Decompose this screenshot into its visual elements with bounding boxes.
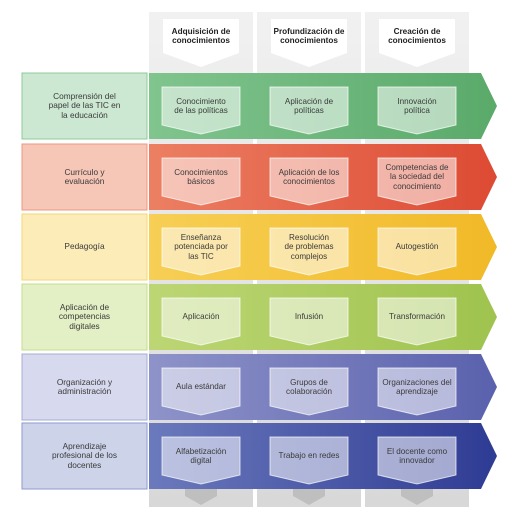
row-label-box-2: [21, 143, 148, 211]
cell-label-r4-c1: Aplicación: [182, 312, 220, 322]
cell-box-r2-c2: [269, 157, 349, 206]
cell-box-r3-c3: [377, 227, 457, 276]
column-header-label-1: Adquisición de conocimientos: [171, 26, 231, 45]
cell-label-r3-c1: Enseñanza potenciada por las TIC: [174, 233, 228, 261]
cell-box-r5-c3: [377, 367, 457, 416]
cell-label-r2-c2: Aplicación de los conocimientos: [278, 167, 340, 186]
cell-box-r6-c1: [161, 436, 241, 485]
cell-label-r4-c2: Infusión: [294, 312, 324, 322]
cell-label-r1-c2: Aplicación de políticas: [284, 96, 334, 115]
cell-label-r3-c3: Autogestión: [395, 242, 439, 252]
row-label-box-6: [21, 422, 148, 490]
cell-label-r2-c3: Competencias de la sociedad del conocimi…: [385, 163, 449, 191]
row-label-5: Organización y administración: [56, 376, 113, 396]
cell-label-r6-c1: Alfabetización digital: [175, 446, 227, 465]
cell-box-r3-c2: [269, 227, 349, 276]
column-header-box-3: [379, 19, 455, 67]
row-label-box-4: [21, 283, 148, 351]
column-header-box-1: [163, 19, 239, 67]
cell-label-r5-c2: Grupos de colaboración: [286, 377, 332, 396]
column-bottom-pointer-1: [185, 489, 217, 505]
cell-label-r3-c2: Resolución de problemas complejos: [284, 233, 334, 261]
row-label-4: Aplicación de competencias digitales: [58, 302, 111, 331]
cell-box-r1-c3: [377, 86, 457, 135]
row-label-6: Aprendizaje profesional de los docentes: [51, 441, 118, 470]
column-bottom-pointer-2: [293, 489, 325, 505]
column-header-label-3: Creación de conocimientos: [388, 26, 446, 45]
row-label-box-1: [21, 72, 148, 140]
cell-label-r2-c1: Conocimientos básicos: [174, 167, 228, 186]
cell-box-r2-c3: [377, 157, 457, 206]
cell-box-r6-c2: [269, 436, 349, 485]
cell-label-r4-c3: Transformación: [389, 312, 445, 322]
cell-box-r4-c2: [269, 297, 349, 346]
row-label-2: Currículo y evaluación: [64, 166, 105, 186]
cell-box-r1-c1: [161, 86, 241, 135]
cell-label-r6-c2: Trabajo en redes: [278, 451, 340, 461]
cell-box-r4-c3: [377, 297, 457, 346]
column-header-box-2: [271, 19, 347, 67]
row-label-1: Comprensión del papel de las TIC en la e…: [48, 91, 121, 120]
cell-box-r4-c1: [161, 297, 241, 346]
cell-label-r5-c1: Aula estándar: [176, 382, 226, 392]
row-label-box-3: [21, 213, 148, 281]
row-label-3: Pedagogía: [64, 241, 105, 252]
cell-box-r1-c2: [269, 86, 349, 135]
column-bottom-pointer-3: [401, 489, 433, 505]
cell-label-r1-c3: Innovación política: [397, 96, 437, 115]
cell-label-r5-c3: Organizaciones del aprendizaje: [382, 377, 452, 396]
cell-box-r5-c2: [269, 367, 349, 416]
cell-box-r5-c1: [161, 367, 241, 416]
cell-box-r3-c1: [161, 227, 241, 276]
cell-label-r1-c1: Conocimiento de las políticas: [174, 96, 228, 115]
cell-box-r2-c1: [161, 157, 241, 206]
column-header-label-2: Profundización de conocimientos: [273, 26, 345, 45]
cell-box-r6-c3: [377, 436, 457, 485]
cell-label-r6-c3: El docente como innovador: [386, 446, 448, 465]
row-label-box-5: [21, 353, 148, 421]
